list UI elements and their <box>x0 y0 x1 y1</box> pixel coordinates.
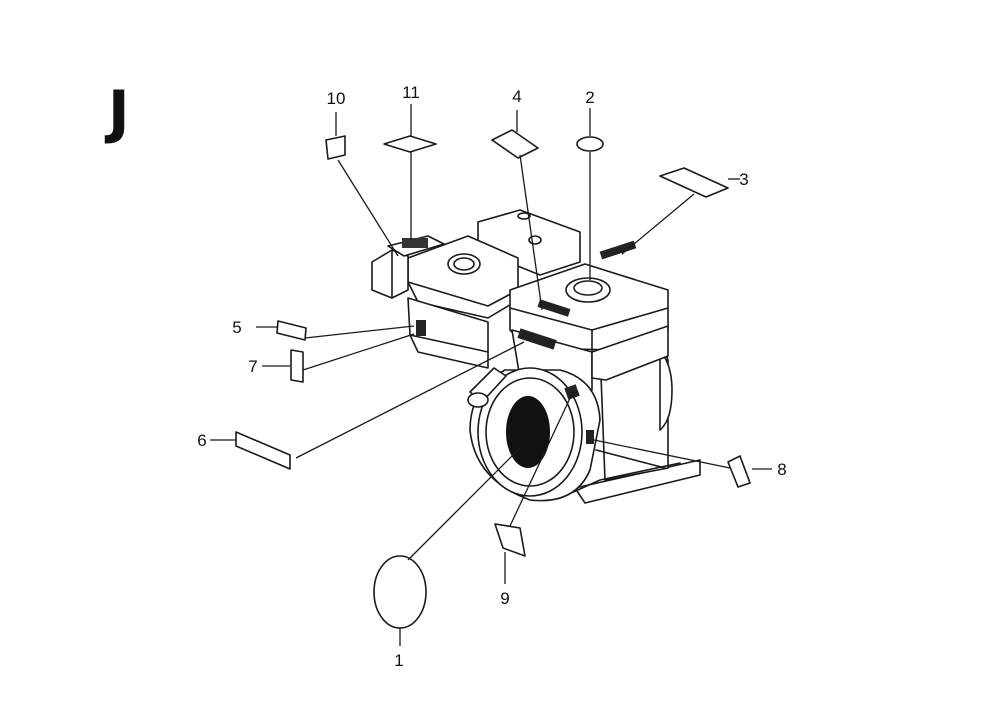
decal-9 <box>494 523 526 557</box>
decal-parts <box>235 129 751 629</box>
decal-1 <box>373 555 427 629</box>
decal-2 <box>576 136 604 152</box>
decal-mark-starter <box>564 384 580 400</box>
section-letter: J <box>104 78 130 146</box>
decal-11 <box>383 135 437 153</box>
callout-8: 8 <box>777 460 786 479</box>
decal-8 <box>727 455 751 488</box>
leader-lines <box>210 104 772 646</box>
callout-2: 2 <box>585 88 594 107</box>
decal-7 <box>290 349 304 383</box>
callout-4: 4 <box>512 87 521 106</box>
decal-6 <box>235 431 291 470</box>
callout-9: 9 <box>500 589 509 608</box>
callout-1: 1 <box>394 651 403 670</box>
decal-mark-left <box>416 320 426 336</box>
decal-4 <box>491 129 539 159</box>
callout-numbers: 10 11 4 2 3 5 7 6 8 9 1 <box>197 83 786 670</box>
decal-mark-top-center <box>537 299 571 317</box>
decal-10 <box>325 135 346 160</box>
starter-center <box>506 396 550 468</box>
decal-mark-top-right <box>599 240 637 260</box>
callout-5: 5 <box>232 318 241 337</box>
callout-11: 11 <box>402 83 420 102</box>
callout-3: 3 <box>739 170 748 189</box>
engine-illustration <box>371 209 701 504</box>
callout-6: 6 <box>197 431 206 450</box>
decal-mark-front <box>517 328 557 350</box>
decal-mark-lower <box>586 430 594 444</box>
decal-3 <box>659 167 729 198</box>
callout-7: 7 <box>248 357 257 376</box>
decal-mark-top-left <box>402 238 428 248</box>
decal-5 <box>276 320 307 341</box>
callout-10: 10 <box>327 89 346 108</box>
